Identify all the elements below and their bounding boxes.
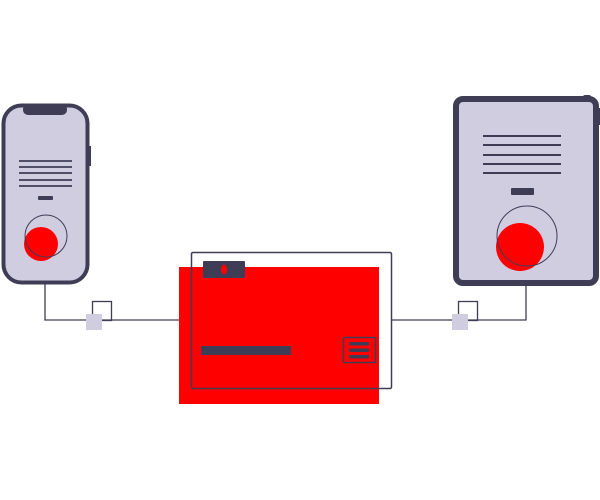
phone-icon — [1, 103, 91, 285]
left-connector — [44, 283, 179, 322]
menu-icon — [342, 336, 377, 364]
right-connector-square — [452, 314, 468, 330]
tablet-icon — [453, 95, 600, 286]
left-connector-square — [86, 314, 102, 330]
card-text-bar — [201, 346, 291, 355]
envelope-card-icon — [179, 251, 393, 404]
